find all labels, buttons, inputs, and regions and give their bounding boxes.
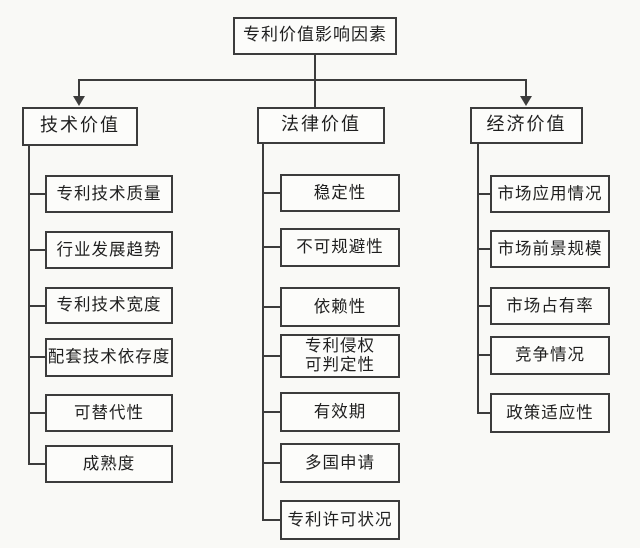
node-supporting-tech-dependence: 配套技术依存度 (45, 338, 173, 377)
node-maturity-label: 成熟度 (82, 453, 136, 473)
connector-stub-technical-3 (28, 356, 45, 358)
connector-stub-legal-0 (262, 192, 280, 194)
node-substitutability-label: 可替代性 (74, 402, 144, 422)
connector-stub-technical-1 (28, 249, 45, 251)
connector-stub-legal-6 (262, 519, 280, 521)
connector-stub-legal-5 (262, 462, 280, 464)
node-legal-value-label: 法律价值 (281, 114, 361, 136)
node-validity-period-label: 有效期 (313, 401, 367, 421)
node-infringement-determinability-label: 专利侵权 可判定性 (305, 336, 375, 374)
node-substitutability: 可替代性 (45, 394, 173, 432)
node-patent-tech-quality: 专利技术质量 (45, 175, 173, 213)
node-patent-tech-breadth: 专利技术宽度 (45, 287, 173, 324)
connector-stub-economic-2 (477, 305, 490, 307)
node-infringement-determinability: 专利侵权 可判定性 (280, 334, 400, 378)
connector-stub-economic-1 (477, 248, 490, 250)
node-patent-value-factors: 专利价值影响因素 (233, 17, 397, 55)
node-multi-country-application-label: 多国申请 (305, 452, 375, 472)
node-market-application-label: 市场应用情况 (497, 183, 603, 203)
node-market-share: 市场占有率 (490, 287, 610, 325)
connector-stub-technical-5 (28, 463, 45, 465)
connector-drop-technical (78, 79, 80, 97)
node-dependence-label: 依赖性 (313, 296, 367, 316)
connector-drop-legal (314, 79, 316, 107)
node-non-circumventability-label: 不可规避性 (296, 237, 384, 257)
node-legal-value: 法律价值 (257, 107, 385, 144)
arrow-down-icon-technical (73, 96, 85, 106)
connector-stub-legal-4 (262, 411, 280, 413)
node-patent-tech-breadth-label: 专利技术宽度 (56, 295, 162, 315)
node-multi-country-application: 多国申请 (280, 443, 400, 483)
node-industry-trend: 行业发展趋势 (45, 231, 173, 269)
node-licensing-status-label: 专利许可状况 (287, 509, 393, 529)
node-industry-trend-label: 行业发展趋势 (56, 239, 162, 259)
connector-stub-legal-1 (262, 246, 280, 248)
node-market-application: 市场应用情况 (490, 175, 610, 213)
node-patent-value-factors-label: 专利价值影响因素 (243, 25, 387, 46)
node-market-share-label: 市场占有率 (506, 295, 594, 315)
node-competition-situation-label: 竞争情况 (515, 345, 585, 365)
node-economic-value-label: 经济价值 (486, 114, 567, 136)
node-licensing-status: 专利许可状况 (280, 500, 400, 540)
node-dependence: 依赖性 (280, 287, 400, 327)
connector-stub-economic-0 (477, 193, 490, 195)
node-policy-adaptability-label: 政策适应性 (506, 402, 594, 422)
connector-stub-economic-3 (477, 354, 490, 356)
node-supporting-tech-dependence-label: 配套技术依存度 (47, 347, 171, 367)
connector-root-stem (314, 55, 316, 79)
connector-stub-legal-3 (262, 355, 280, 357)
arrow-down-icon-economic (520, 96, 532, 106)
node-economic-value: 经济价值 (470, 107, 583, 144)
node-policy-adaptability: 政策适应性 (490, 393, 610, 433)
connector-stub-legal-2 (262, 306, 280, 308)
node-patent-tech-quality-label: 专利技术质量 (56, 183, 162, 203)
connector-spine-economic (477, 142, 479, 414)
node-technical-value-label: 技术价值 (40, 115, 120, 137)
node-non-circumventability: 不可规避性 (280, 228, 400, 267)
connector-stub-economic-4 (477, 412, 490, 414)
node-stability: 稳定性 (280, 174, 400, 212)
connector-stub-technical-4 (28, 412, 45, 414)
node-market-prospect-scale-label: 市场前景规模 (497, 238, 603, 258)
connector-main-horizontal (78, 79, 526, 81)
connector-drop-economic (525, 79, 527, 97)
connector-spine-legal (262, 144, 264, 521)
node-market-prospect-scale: 市场前景规模 (490, 230, 610, 268)
node-stability-label: 稳定性 (313, 182, 367, 202)
node-competition-situation: 竞争情况 (490, 336, 610, 375)
connector-stub-technical-0 (28, 193, 45, 195)
node-technical-value: 技术价值 (22, 107, 138, 146)
node-maturity: 成熟度 (45, 445, 173, 483)
connector-stub-technical-2 (28, 305, 45, 307)
node-validity-period: 有效期 (280, 392, 400, 432)
